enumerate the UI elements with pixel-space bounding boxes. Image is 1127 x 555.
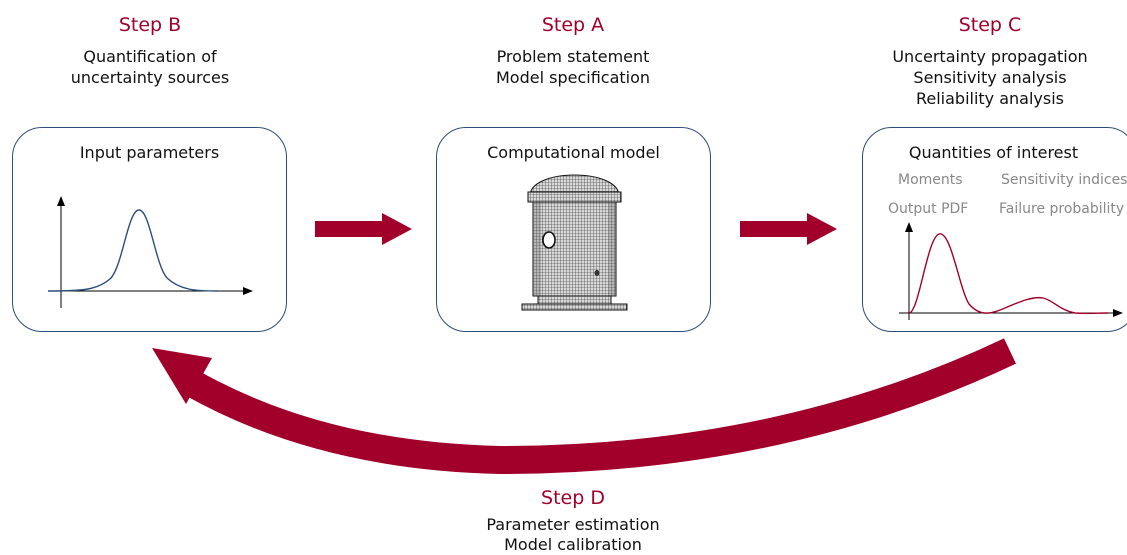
output-pdf-plot xyxy=(899,222,1123,320)
step-a-line-1: Problem statement xyxy=(496,47,650,66)
output-x-axis-arrowhead xyxy=(1113,309,1123,317)
vessel-base xyxy=(537,295,612,305)
step-b-line-1: Quantification of xyxy=(83,47,217,66)
step-d-line-1: Parameter estimation xyxy=(486,515,660,534)
step-b-title: Step B xyxy=(118,14,182,36)
vessel-body xyxy=(532,201,617,297)
output-y-axis-arrowhead xyxy=(905,222,913,232)
computational-model-box: Computational model xyxy=(436,127,711,332)
qoi-label-sensitivity-indices: Sensitivity indices xyxy=(1001,172,1127,188)
output-pdf-curve xyxy=(908,233,1109,315)
step-c-line-2: Sensitivity analysis xyxy=(913,68,1067,87)
input-x-axis-arrowhead xyxy=(243,287,253,295)
input-pdf-curve xyxy=(47,209,219,292)
input-y-axis-arrowhead xyxy=(57,196,65,206)
input-parameters-title: Input parameters xyxy=(79,143,220,162)
step-c-line-3: Reliability analysis xyxy=(915,89,1065,108)
quantities-of-interest-title: Quantities of interest xyxy=(908,143,1079,162)
vessel-nozzle-left xyxy=(542,231,556,249)
vessel-top-ring xyxy=(527,191,622,203)
vessel-nozzle-right xyxy=(594,270,600,276)
step-a-line-2: Model specification xyxy=(495,68,651,87)
qoi-label-failure-probability: Failure probability xyxy=(999,201,1125,217)
step-d-line-2: Model calibration xyxy=(504,535,642,554)
right-arrow-icon xyxy=(740,213,837,245)
step-c-line-1: Uncertainty propagation xyxy=(892,47,1088,66)
input-pdf-plot xyxy=(47,196,253,308)
qoi-label-moments: Moments xyxy=(898,172,963,188)
qoi-label-output-pdf: Output PDF xyxy=(888,201,969,217)
computational-model-title: Computational model xyxy=(487,143,660,162)
quantities-of-interest-box: Quantities of interest Moments Sensitivi… xyxy=(862,127,1127,332)
step-d-title: Step D xyxy=(541,487,605,509)
step-c-title: Step C xyxy=(958,14,1022,36)
step-a-title: Step A xyxy=(541,14,605,36)
vessel-base-flange xyxy=(521,303,628,311)
step-b-line-2: uncertainty sources xyxy=(70,68,230,87)
vessel-mesh-icon xyxy=(521,174,628,311)
input-parameters-box: Input parameters xyxy=(12,127,287,332)
right-arrow-icon xyxy=(315,213,412,245)
